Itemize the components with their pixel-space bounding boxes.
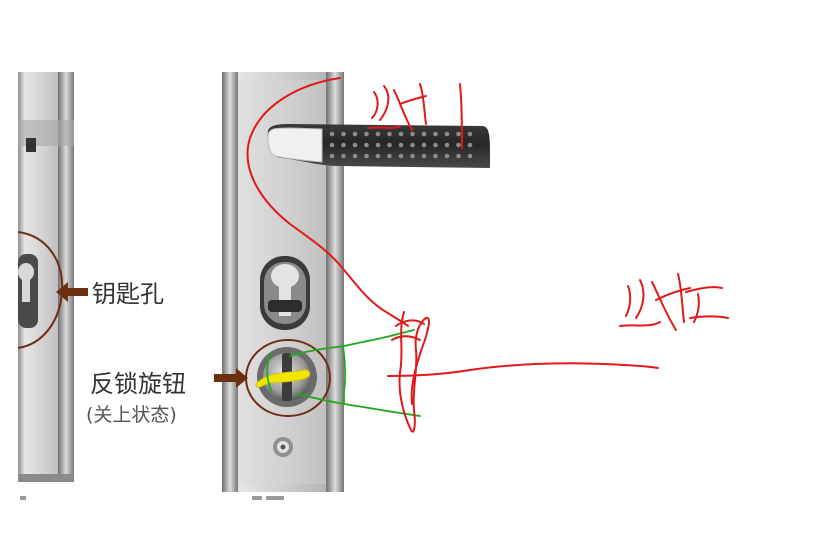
thumb-turn-arrow-icon [214,368,248,388]
line-2-stroke [387,362,659,377]
handwritten-line-2-text [619,273,729,331]
grip-dot [444,142,450,148]
thumb-turn-state-label: (关上状态) [86,404,177,426]
grip-dot [329,131,335,137]
keyhole-label: 钥匙孔 [92,280,164,308]
left-lock-plate [17,72,88,482]
bottom-fragments [20,496,284,500]
grip-dot [398,142,404,148]
lever-handle [267,124,490,168]
grip-dot [467,142,473,148]
grip-dot [329,142,335,148]
grip-dot [341,131,346,137]
grip-dot [341,142,346,148]
grip-dot [387,142,392,148]
scribble-cluster [391,311,430,433]
line-1-stroke [246,77,409,327]
grip-dot [421,153,427,159]
grip-dot [387,131,392,137]
grip-dot [375,153,381,159]
grip-dot [352,153,358,159]
screw-icon [273,437,293,457]
grip-dot [398,131,404,137]
grip-dot [375,131,381,137]
grip-dot [456,153,461,159]
grip-dot [410,131,415,137]
grip-dot [352,131,358,137]
grip-dot [410,153,415,159]
grip-dot [433,131,438,137]
grip-dot [364,131,369,137]
handle-grip-dots [329,131,473,159]
grip-dot [387,153,392,159]
grip-dot [421,142,427,148]
grip-dot [375,142,381,148]
grip-dot [329,153,335,159]
handwritten-line-1-text [367,83,463,149]
grip-dot [467,153,473,159]
grip-dot [433,153,438,159]
green-annotation-lines [266,329,421,417]
red-annotation-drawing [246,77,729,433]
keyhole-arrow-icon [56,282,88,302]
grip-dot [364,153,369,159]
grip-dot [456,142,461,148]
grip-dot [364,142,369,148]
thumb-turn-label: 反锁旋钮 [90,370,186,398]
grip-dot [410,142,415,148]
grip-dot [398,153,404,159]
grip-dot [341,153,346,159]
grip-dot [467,131,473,137]
grip-dot [456,131,461,137]
grip-dot [444,131,450,137]
grip-dot [352,142,358,148]
grip-dot [444,153,450,159]
keyhole-cylinder [260,256,310,330]
grip-dot [421,131,427,137]
thumb-turn-highlight [214,339,331,417]
grip-dot [433,142,438,148]
